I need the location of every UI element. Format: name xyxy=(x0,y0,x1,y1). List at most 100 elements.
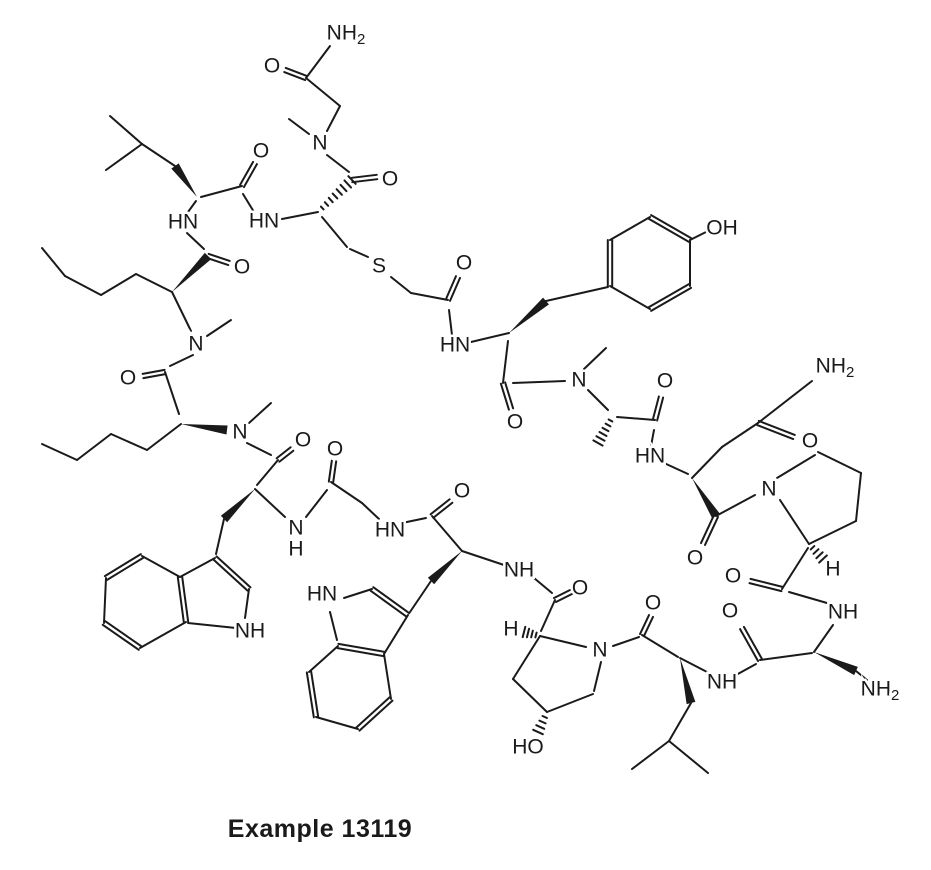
atom-label: NH2 xyxy=(327,22,366,48)
bond xyxy=(668,740,709,774)
bond xyxy=(327,196,334,204)
bond xyxy=(715,494,756,517)
bond xyxy=(739,628,760,663)
bond xyxy=(521,625,527,639)
wedge-bond xyxy=(814,652,858,676)
bond xyxy=(616,416,656,421)
bond xyxy=(647,217,690,243)
bond xyxy=(504,381,515,410)
bond xyxy=(284,66,308,77)
bond xyxy=(788,591,828,604)
bond xyxy=(141,143,176,167)
atom-label: NH xyxy=(504,559,534,582)
bond xyxy=(759,652,813,661)
bond xyxy=(305,489,328,518)
bond xyxy=(546,693,594,713)
bond xyxy=(703,515,719,546)
bond xyxy=(512,635,541,680)
bond xyxy=(631,740,670,770)
atom-label: O xyxy=(327,438,343,461)
bond xyxy=(351,178,379,184)
bond xyxy=(171,291,192,332)
atom-label: O xyxy=(120,367,136,390)
wedge-bond xyxy=(680,658,696,705)
bond xyxy=(361,502,380,520)
bond xyxy=(139,621,187,649)
atom-label: O xyxy=(456,252,472,275)
bond xyxy=(305,45,331,79)
bond xyxy=(534,631,538,639)
atom-label: H xyxy=(825,558,840,581)
bond xyxy=(609,285,651,310)
atom-label: O xyxy=(572,577,588,600)
wedge-bond xyxy=(181,424,228,435)
bond xyxy=(756,424,795,441)
atom-label: O xyxy=(264,55,280,78)
atom-label: NH xyxy=(707,671,737,694)
bond xyxy=(813,624,834,653)
atom-label: N xyxy=(761,478,776,501)
bond xyxy=(651,395,660,421)
atom-label: NH2 xyxy=(816,355,855,381)
bond xyxy=(604,422,612,428)
bond xyxy=(656,396,665,422)
atom-label: O xyxy=(802,430,818,453)
bond xyxy=(535,724,546,730)
bond xyxy=(431,515,463,552)
bond xyxy=(244,588,250,619)
bond xyxy=(355,696,391,729)
atom-label: H xyxy=(503,618,518,641)
bond xyxy=(105,143,143,171)
bond xyxy=(609,216,651,241)
bond xyxy=(449,276,462,302)
bond xyxy=(757,380,813,424)
bond xyxy=(776,454,816,479)
bond xyxy=(288,118,310,135)
bond xyxy=(310,670,320,718)
bond xyxy=(429,498,451,516)
bond xyxy=(641,634,679,658)
bond xyxy=(808,520,857,545)
bond xyxy=(76,433,112,461)
atom-label: N xyxy=(592,639,607,662)
bond xyxy=(663,462,689,475)
bond xyxy=(448,309,453,336)
atom-label: O xyxy=(507,411,523,434)
bond xyxy=(110,433,148,451)
bond xyxy=(812,548,820,555)
bond xyxy=(598,431,608,437)
bond xyxy=(748,582,783,593)
bond xyxy=(809,545,816,551)
bond xyxy=(321,216,348,248)
bond xyxy=(164,371,180,415)
bond xyxy=(187,622,237,629)
bond xyxy=(326,105,341,132)
bond xyxy=(525,627,531,639)
bond xyxy=(323,201,330,207)
bond xyxy=(331,192,339,200)
bond xyxy=(319,205,325,211)
bond xyxy=(329,611,338,641)
wedge-bond xyxy=(427,551,462,585)
atom-label: O xyxy=(253,140,269,163)
bond xyxy=(390,276,412,294)
bond xyxy=(305,77,341,107)
bond xyxy=(650,286,693,312)
atom-label: O xyxy=(725,565,741,588)
bond xyxy=(248,402,272,424)
bond xyxy=(135,273,173,293)
bond xyxy=(499,382,510,411)
bond xyxy=(369,589,408,618)
bond xyxy=(650,429,655,447)
bond xyxy=(335,188,343,196)
bond xyxy=(242,163,258,189)
bond xyxy=(855,670,868,681)
bond xyxy=(186,232,205,250)
atom-label: O xyxy=(234,256,250,279)
bond xyxy=(141,555,181,578)
bond xyxy=(327,459,333,483)
bond xyxy=(642,615,654,637)
bond xyxy=(587,389,609,411)
bond xyxy=(607,418,614,423)
atom-label: NH xyxy=(235,620,265,643)
